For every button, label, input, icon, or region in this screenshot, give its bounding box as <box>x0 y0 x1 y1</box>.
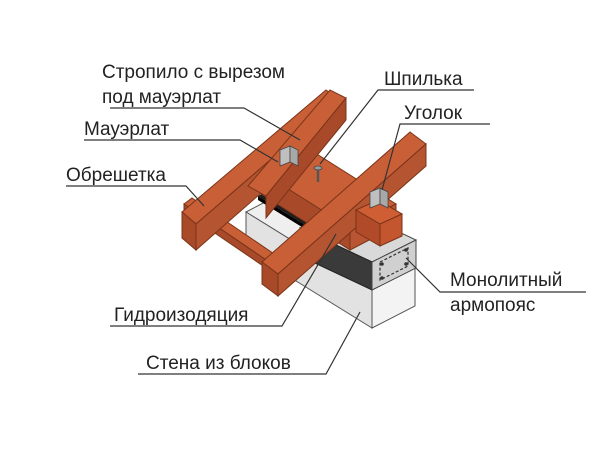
label-belt-line2: армопояс <box>450 295 535 316</box>
stud-rod <box>313 165 323 182</box>
rebar-dot <box>404 248 408 252</box>
support-block <box>354 199 404 247</box>
leader-mauerlat <box>84 139 279 163</box>
label-stud: Шпилька <box>384 69 463 90</box>
label-waterproofing: Гидроизодяция <box>114 305 248 326</box>
rebar-dot <box>380 262 384 266</box>
label-belt-line1: Монолитный <box>450 270 562 291</box>
support-block-side <box>379 213 403 247</box>
angle-plate <box>379 187 389 209</box>
leader-belt <box>405 257 586 293</box>
angle-bracket-1 <box>279 145 299 167</box>
label-rafter-line2: под мауэрлат <box>102 87 221 108</box>
rafter-notched <box>247 89 347 220</box>
label-lathing: Обрешетка <box>66 165 166 186</box>
rafter-notched-side <box>265 96 347 220</box>
leader-rafter <box>110 107 301 141</box>
label-angle: Уголок <box>404 103 463 124</box>
leader-stud <box>319 89 474 165</box>
leader-waterproofing <box>110 233 337 327</box>
stud-nut <box>313 165 323 171</box>
rafter-back <box>261 131 427 298</box>
angle-plate <box>289 145 299 167</box>
label-wall: Стена из блоков <box>146 353 291 374</box>
angle-plate <box>369 187 381 209</box>
angle-plate <box>279 145 291 167</box>
belt-rebar-frame <box>379 247 409 281</box>
label-mauerlat: Мауэрлат <box>84 119 170 140</box>
leader-wall <box>138 311 361 375</box>
label-rafter-line1: Стропило с вырезом <box>102 62 285 83</box>
rebar-dot <box>404 262 408 266</box>
leader-lathing <box>66 185 205 207</box>
angle-bracket-2 <box>369 187 389 209</box>
rafter-back-side-long <box>277 142 427 298</box>
leader-angle <box>381 123 490 191</box>
rebar-dot <box>380 276 384 280</box>
